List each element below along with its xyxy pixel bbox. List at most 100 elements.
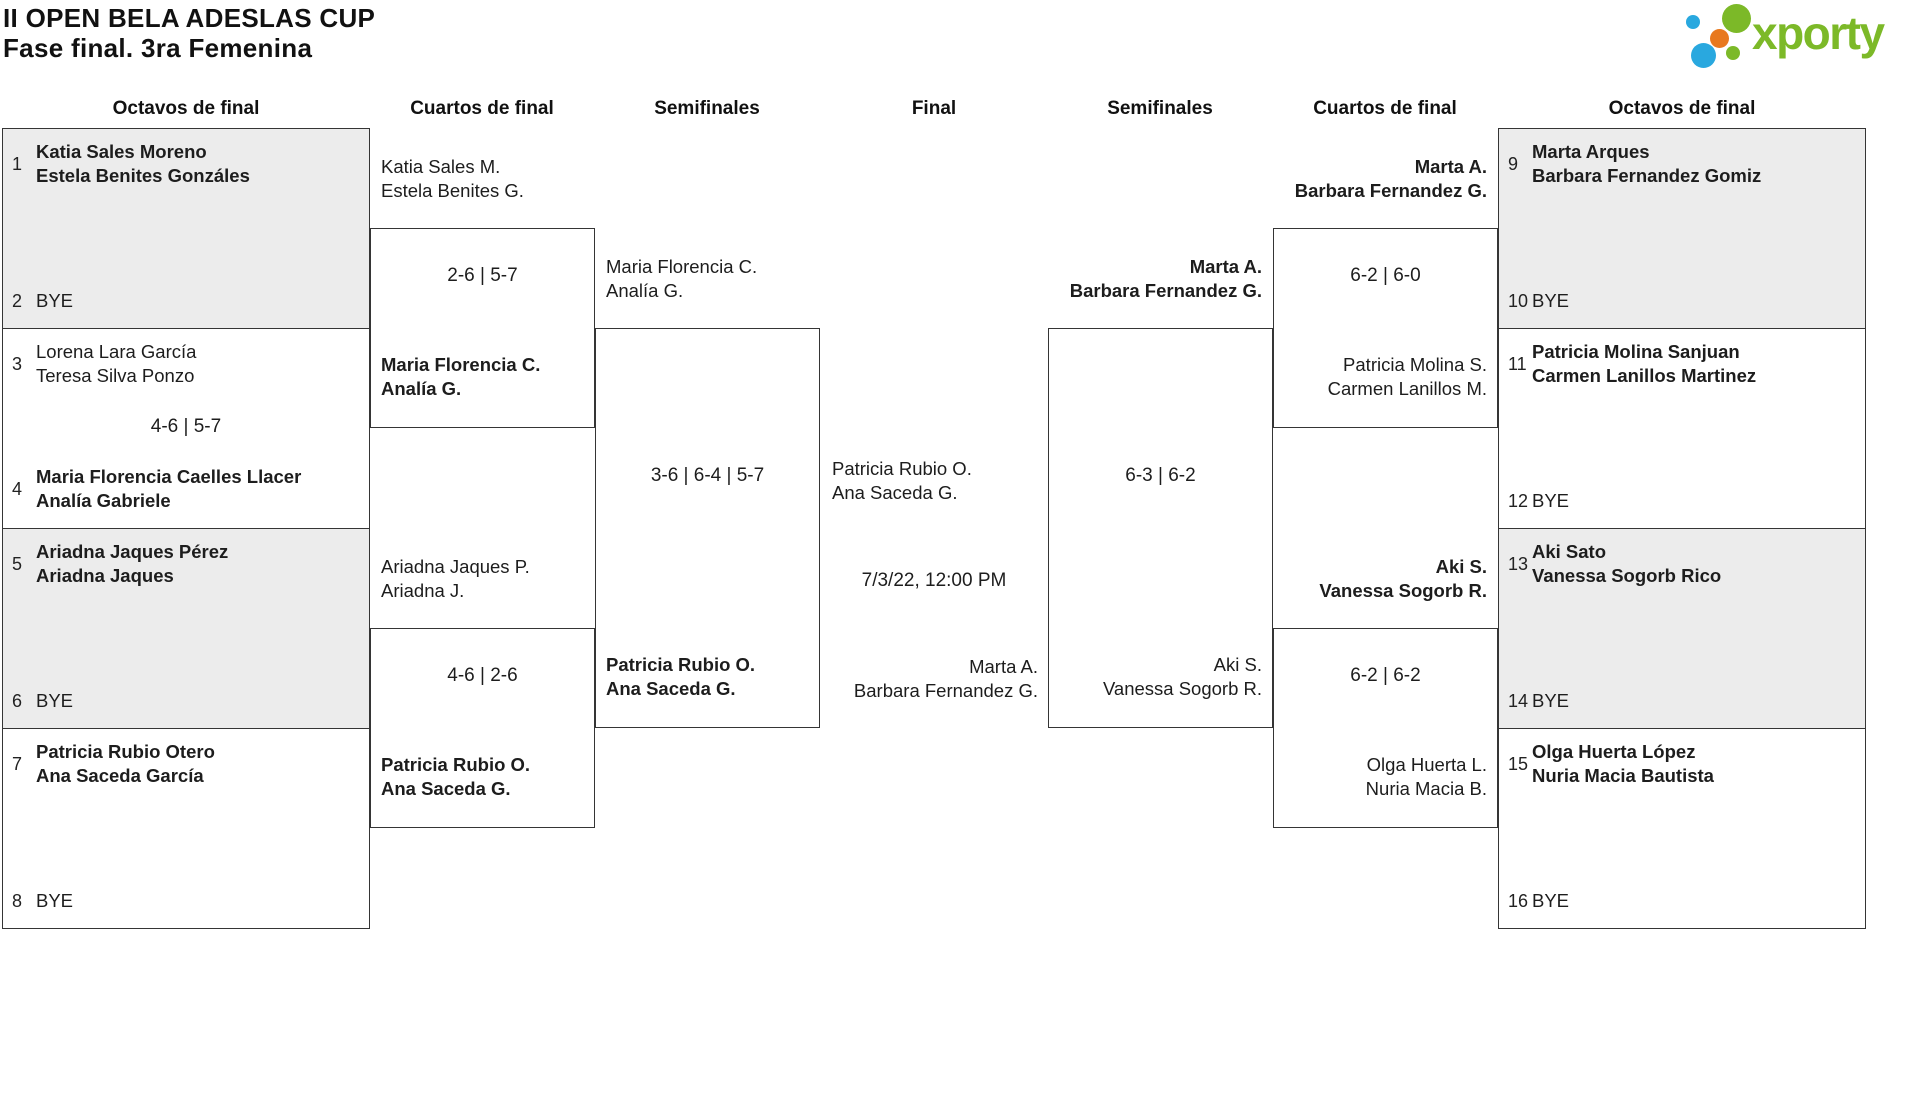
team-names: BYE bbox=[36, 890, 74, 911]
team-names: Aki Sato Vanessa Sogorb Rico bbox=[1532, 541, 1722, 586]
final-datetime: 7/3/22, 12:00 PM bbox=[861, 570, 1007, 591]
seed-number: 11 bbox=[1508, 353, 1527, 374]
final-team-left[interactable]: Patricia Rubio O. Ana Saceda G. bbox=[832, 458, 972, 503]
team-names: Ariadna Jaques Pérez Ariadna Jaques bbox=[36, 541, 229, 586]
team-entry[interactable]: Aki S. Vanessa Sogorb R. bbox=[1102, 654, 1262, 699]
team-entry[interactable]: 1 Katia Sales Moreno Estela Benites Gonz… bbox=[3, 140, 369, 188]
team-entry[interactable]: Patricia Molina S. Carmen Lanillos M. bbox=[1327, 354, 1487, 399]
seed-number: 14 bbox=[1508, 690, 1529, 711]
round-header-cuartos-right: Cuartos de final bbox=[1313, 98, 1457, 119]
team-entry[interactable]: Ariadna Jaques P. Ariadna J. bbox=[381, 556, 530, 601]
match-semifinal-right: Marta A. Barbara Fernandez G. 6-3 | 6-2 … bbox=[1048, 256, 1273, 728]
team-entry[interactable]: Patricia Rubio O. Ana Saceda G. bbox=[381, 754, 531, 799]
octavos-box-9-10: 9 Marta Arques Barbara Fernandez Gomiz 1… bbox=[1498, 128, 1866, 329]
team-entry[interactable]: Patricia Rubio O. Ana Saceda G. bbox=[606, 654, 756, 699]
team-entry[interactable]: 5 Ariadna Jaques Pérez Ariadna Jaques bbox=[3, 540, 369, 588]
match-score: 6-3 | 6-2 bbox=[1125, 465, 1196, 486]
octavos-box-1-2: 1 Katia Sales Moreno Estela Benites Gonz… bbox=[2, 128, 370, 329]
seed-number: 4 bbox=[12, 478, 23, 499]
team-entry[interactable]: 4 Maria Florencia Caelles Llacer Analía … bbox=[3, 465, 369, 513]
seed-number: 7 bbox=[12, 753, 23, 774]
page-title: II OPEN BELA ADESLAS CUP bbox=[3, 3, 376, 33]
seed-number: 13 bbox=[1508, 553, 1529, 574]
match-score: 6-2 | 6-2 bbox=[1350, 665, 1421, 686]
logo-dot-icon bbox=[1710, 29, 1729, 48]
octavos-box-5-6: 5 Ariadna Jaques Pérez Ariadna Jaques 6 … bbox=[2, 528, 370, 729]
team-names: BYE bbox=[36, 290, 74, 311]
xporty-logo[interactable]: xporty bbox=[1686, 2, 1918, 68]
seed-number: 1 bbox=[12, 153, 23, 174]
team-entry[interactable]: Maria Florencia C. Analía G. bbox=[606, 256, 758, 301]
round-header-octavos-right: Octavos de final bbox=[1608, 98, 1756, 119]
team-entry[interactable]: 7 Patricia Rubio Otero Ana Saceda García bbox=[3, 740, 369, 788]
octavos-box-3-4: 3 Lorena Lara García Teresa Silva Ponzo … bbox=[2, 328, 370, 529]
octavos-box-11-12: 11 Patricia Molina Sanjuan Carmen Lanill… bbox=[1498, 328, 1866, 529]
seed-number: 12 bbox=[1508, 490, 1529, 511]
team-names: Olga Huerta López Nuria Macia Bautista bbox=[1532, 741, 1714, 786]
team-entry[interactable]: Katia Sales M. Estela Benites G. bbox=[381, 156, 524, 201]
logo-dot-icon bbox=[1726, 46, 1740, 60]
seed-number: 10 bbox=[1508, 290, 1529, 311]
octavos-box-7-8: 7 Patricia Rubio Otero Ana Saceda García… bbox=[2, 728, 370, 929]
match-score: 4-6 | 2-6 bbox=[447, 665, 518, 686]
team-names: BYE bbox=[36, 690, 74, 711]
bye-entry: 16 BYE bbox=[1499, 889, 1865, 913]
team-entry[interactable]: 15 Olga Huerta López Nuria Macia Bautist… bbox=[1499, 740, 1865, 788]
final-team-right[interactable]: Marta A. Barbara Fernandez G. bbox=[853, 656, 1038, 701]
bye-entry: 12 BYE bbox=[1499, 489, 1865, 513]
match-semifinal-left: Maria Florencia C. Analía G. 3-6 | 6-4 |… bbox=[595, 256, 820, 728]
round-header-semis-right: Semifinales bbox=[1107, 98, 1213, 119]
match-score: 3-6 | 6-4 | 5-7 bbox=[650, 465, 765, 486]
seed-number: 16 bbox=[1508, 890, 1529, 911]
team-names: BYE bbox=[1532, 890, 1570, 911]
seed-number: 2 bbox=[12, 290, 23, 311]
team-entry[interactable]: Marta A. Barbara Fernandez G. bbox=[1294, 156, 1487, 201]
seed-number: 5 bbox=[12, 553, 23, 574]
team-names: BYE bbox=[1532, 490, 1570, 511]
logo-dot-icon bbox=[1686, 15, 1700, 29]
match-cuartos-left-2: Ariadna Jaques P. Ariadna J. 4-6 | 2-6 P… bbox=[370, 556, 595, 828]
round-header-octavos-left: Octavos de final bbox=[112, 98, 260, 119]
team-entry[interactable]: 3 Lorena Lara García Teresa Silva Ponzo bbox=[3, 340, 369, 388]
team-entry[interactable]: Aki S. Vanessa Sogorb R. bbox=[1319, 556, 1487, 601]
round-header-cuartos-left: Cuartos de final bbox=[410, 98, 554, 119]
round-header-semis-left: Semifinales bbox=[654, 98, 760, 119]
seed-number: 9 bbox=[1508, 153, 1519, 174]
match-cuartos-right-2: Aki S. Vanessa Sogorb R. 6-2 | 6-2 Olga … bbox=[1273, 556, 1498, 828]
bye-entry: 10 BYE bbox=[1499, 289, 1865, 313]
team-names: Maria Florencia Caelles Llacer Analía Ga… bbox=[36, 466, 302, 511]
match-score: 2-6 | 5-7 bbox=[447, 265, 518, 286]
octavos-box-15-16: 15 Olga Huerta López Nuria Macia Bautist… bbox=[1498, 728, 1866, 929]
match-score: 4-6 | 5-7 bbox=[150, 415, 222, 437]
team-entry[interactable]: Maria Florencia C. Analía G. bbox=[381, 354, 541, 399]
page-subtitle: Fase final. 3ra Femenina bbox=[3, 33, 313, 63]
team-names: Lorena Lara García Teresa Silva Ponzo bbox=[36, 341, 197, 386]
octavos-box-13-14: 13 Aki Sato Vanessa Sogorb Rico 14 BYE bbox=[1498, 528, 1866, 729]
team-entry[interactable]: Marta A. Barbara Fernandez G. bbox=[1069, 256, 1262, 301]
logo-dot-icon bbox=[1722, 4, 1751, 33]
seed-number: 15 bbox=[1508, 753, 1529, 774]
team-entry[interactable]: 11 Patricia Molina Sanjuan Carmen Lanill… bbox=[1499, 340, 1865, 388]
team-names: BYE bbox=[1532, 290, 1570, 311]
team-names: BYE bbox=[1532, 690, 1570, 711]
seed-number: 3 bbox=[12, 353, 23, 374]
team-names: Patricia Molina Sanjuan Carmen Lanillos … bbox=[1532, 341, 1757, 386]
logo-dot-icon bbox=[1691, 43, 1716, 68]
bye-entry: 2 BYE bbox=[3, 289, 369, 313]
match-cuartos-left-1: Katia Sales M. Estela Benites G. 2-6 | 5… bbox=[370, 156, 595, 428]
bye-entry: 14 BYE bbox=[1499, 689, 1865, 713]
bye-entry: 8 BYE bbox=[3, 889, 369, 913]
logo-wordmark: xporty bbox=[1752, 7, 1885, 59]
team-names: Katia Sales Moreno Estela Benites Gonzál… bbox=[36, 141, 250, 186]
match-cuartos-right-1: Marta A. Barbara Fernandez G. 6-2 | 6-0 … bbox=[1273, 156, 1498, 428]
bye-entry: 6 BYE bbox=[3, 689, 369, 713]
team-entry[interactable]: Olga Huerta L. Nuria Macia B. bbox=[1365, 754, 1487, 799]
team-names: Marta Arques Barbara Fernandez Gomiz bbox=[1532, 141, 1762, 186]
team-entry[interactable]: 9 Marta Arques Barbara Fernandez Gomiz bbox=[1499, 140, 1865, 188]
team-names: Patricia Rubio Otero Ana Saceda García bbox=[36, 741, 215, 786]
round-header-final: Final bbox=[911, 98, 957, 119]
team-entry[interactable]: 13 Aki Sato Vanessa Sogorb Rico bbox=[1499, 540, 1865, 588]
seed-number: 6 bbox=[12, 690, 23, 711]
match-score: 6-2 | 6-0 bbox=[1350, 265, 1421, 286]
